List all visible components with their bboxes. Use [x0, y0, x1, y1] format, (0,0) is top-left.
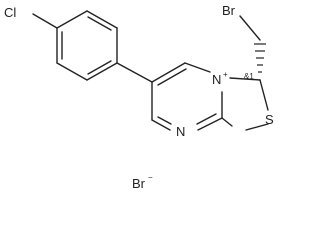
- stereo-hashed-wedge: [254, 43, 266, 73]
- chlorine-atom-label: Cl: [4, 5, 16, 20]
- c-br-bond: [239, 15, 261, 41]
- nitrogen-cation-charge: +: [223, 70, 228, 79]
- nitrogen-atom-label: N: [176, 124, 185, 139]
- c-cl-bond: [32, 13, 58, 29]
- chlorophenyl-ring: [56, 10, 118, 81]
- aryl-link-bond: [116, 62, 153, 83]
- stereo-label: &1: [244, 72, 254, 81]
- molecule-structure: Cl Br N + &1 N S Br −: [4, 3, 274, 191]
- sulfur-atom-label: S: [265, 112, 274, 127]
- bromide-counter-ion-charge: −: [148, 173, 153, 182]
- nitrogen-cation-label: N: [212, 72, 221, 87]
- thiazoline-ring: [221, 77, 269, 131]
- bromine-atom-label: Br: [222, 3, 236, 18]
- bromide-counter-ion-label: Br: [132, 176, 146, 191]
- pyrimidinium-ring: [151, 62, 223, 131]
